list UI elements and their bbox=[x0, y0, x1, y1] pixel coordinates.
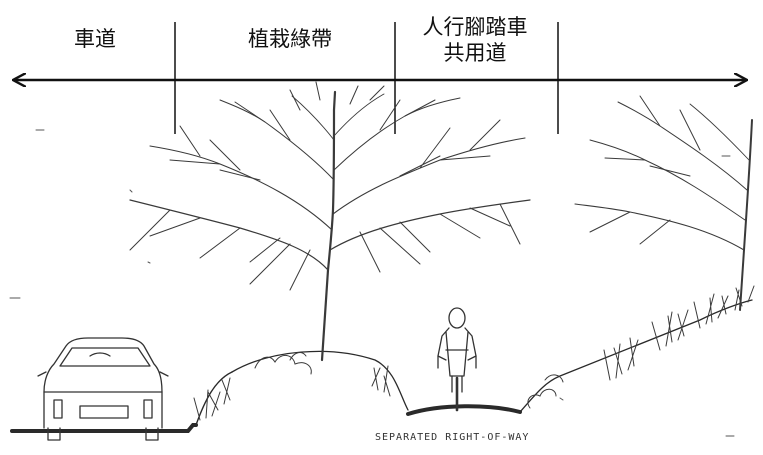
tree-icon-right bbox=[574, 95, 753, 311]
ground-profile bbox=[10, 299, 753, 433]
zone-label-planting-strip: 植栽綠帶 bbox=[248, 27, 332, 51]
zone-label-shared-path-line2: 共用道 bbox=[443, 41, 507, 65]
zone-label-shared-path-line1: 人行腳踏車 bbox=[422, 15, 528, 39]
zone-label-roadway: 車道 bbox=[74, 27, 116, 51]
tree-icon bbox=[129, 81, 531, 362]
zone-label-shared-path: 人行腳踏車 共用道 bbox=[400, 14, 550, 66]
car-icon bbox=[37, 337, 169, 441]
sketch-marks bbox=[9, 129, 735, 437]
shrubs bbox=[193, 285, 755, 421]
cyclist-icon bbox=[437, 307, 477, 412]
diagram-caption: SEPARATED RIGHT-OF-WAY bbox=[375, 432, 530, 443]
